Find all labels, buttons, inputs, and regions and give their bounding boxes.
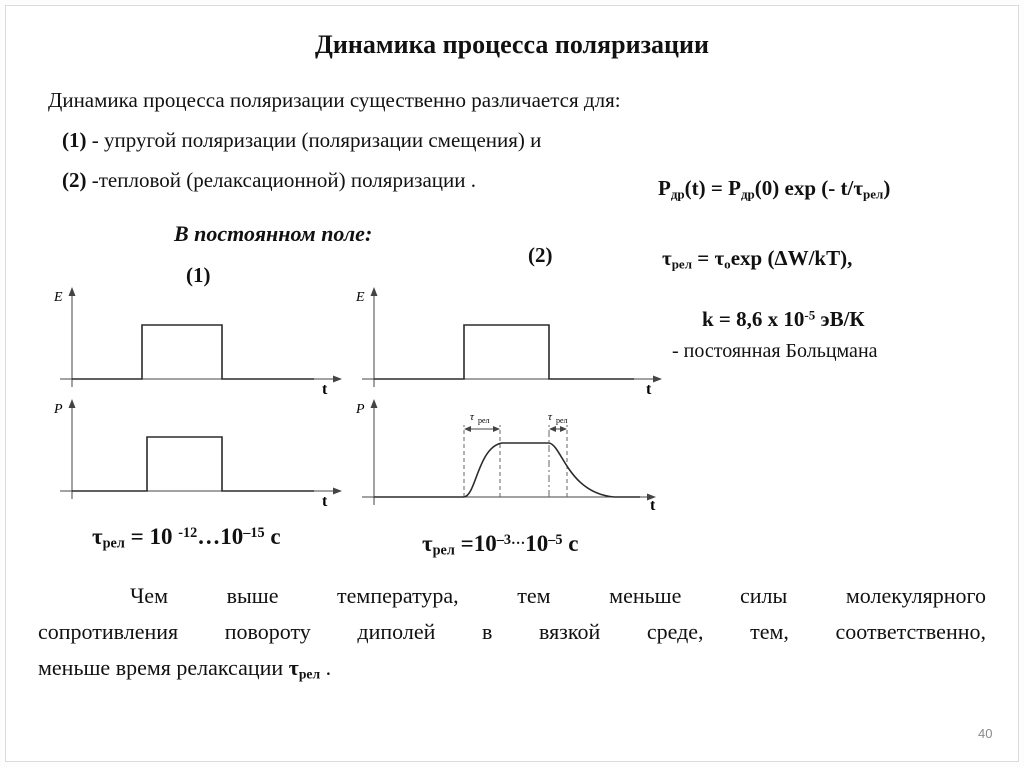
formula-pdr-sub: др xyxy=(670,186,685,202)
x-axis-arrow-icon xyxy=(333,375,342,383)
tau-sup: –3… xyxy=(496,531,526,548)
page-number: 40 xyxy=(978,726,993,741)
formula-tau-part: = τ xyxy=(692,246,725,270)
intro-line-2: (1) - упругой поляризации (поляризации с… xyxy=(62,128,541,153)
tau-label: τ xyxy=(470,411,475,423)
y-axis-arrow-icon xyxy=(68,399,76,408)
formula-tau-part: τ xyxy=(662,246,672,270)
slide-frame xyxy=(5,5,1019,762)
p-axis-label: P xyxy=(53,402,63,417)
formula-pdr-part: (t) = P xyxy=(684,176,741,200)
intro-line-3: (2) -тепловой (релаксационной) поляризац… xyxy=(62,168,476,193)
item-1-text: - упругой поляризации (поляризации смеще… xyxy=(86,128,542,152)
tau-symbol: τ xyxy=(288,655,299,680)
tau-label: τ xyxy=(548,411,553,423)
graph-left-e-field: E t xyxy=(53,287,342,395)
tau-part: с xyxy=(264,524,281,549)
tau-part: =10 xyxy=(454,531,497,556)
e-axis-label: E xyxy=(53,290,63,305)
p-axis-label: P xyxy=(355,402,365,417)
t-axis-label: t xyxy=(650,497,656,514)
item-2-text: -тепловой (релаксационной) поляризации . xyxy=(86,168,477,192)
y-axis-arrow-icon xyxy=(370,399,378,408)
tau-label-sub: рел xyxy=(556,416,568,425)
arrow-right-icon xyxy=(560,426,567,432)
formula-pdr-sub: др xyxy=(740,186,755,202)
formula-tau-sub: рел xyxy=(671,256,693,272)
p-pulse-line xyxy=(72,436,314,492)
tau-sub: рел xyxy=(102,535,125,552)
y-axis-arrow-icon xyxy=(370,287,378,296)
tau-sup: –15 xyxy=(243,524,265,541)
formula-pdr: Pдр(t) = Pдр(0) exp (- t/τрел) xyxy=(658,176,890,202)
graph-1-number: (1) xyxy=(186,263,211,287)
graph-right-p-relaxation: τ рел τ рел P t xyxy=(355,399,656,514)
tau-sup: –5 xyxy=(548,531,563,548)
t-axis-label: t xyxy=(646,381,652,395)
e-pulse-line xyxy=(72,324,314,380)
formula-pdr-part: (0) exp (- t/τ xyxy=(754,176,863,200)
x-axis-arrow-icon xyxy=(653,375,662,383)
formula-k-sup: -5 xyxy=(804,307,816,323)
tau-part: …10 xyxy=(197,524,244,549)
formula-boltzmann-k: k = 8,6 x 10-5 эВ/К xyxy=(702,307,865,332)
tau-part: с xyxy=(562,531,579,556)
t-axis-label: t xyxy=(322,493,328,507)
e-axis-label: E xyxy=(355,290,365,305)
p-relaxation-curve xyxy=(374,442,640,498)
item-1-number: (1) xyxy=(62,128,87,152)
boltzmann-caption: - постоянная Больцмана xyxy=(672,340,878,362)
formula-pdr-part: ) xyxy=(883,176,891,200)
item-2-number: (2) xyxy=(62,168,87,192)
formula-pdr-sub: рел xyxy=(863,186,884,202)
paragraph-line-2: сопротивления повороту диполей в вязкой … xyxy=(38,619,986,644)
graph-left-p-response: P t xyxy=(53,399,342,507)
constant-field-heading: В постоянном поле: xyxy=(174,221,373,246)
tau-value-thermal: τрел =10–3…10–5 с xyxy=(422,531,578,560)
conclusion-paragraph: Чем выше температура, тем меньше силы мо… xyxy=(38,578,986,692)
formula-tau-part: exp (ΔW/kT), xyxy=(730,246,853,270)
arrow-left-icon xyxy=(549,426,556,432)
tau-part: τ xyxy=(92,524,103,549)
tau-part: 10 xyxy=(525,531,549,556)
paragraph-line-3: меньше время релаксации τрел . xyxy=(38,650,986,692)
tau-symbol-sub: рел xyxy=(298,666,321,682)
tau-part: = 10 xyxy=(124,524,179,549)
tau-sub: рел xyxy=(432,542,455,559)
formula-pdr-part: P xyxy=(658,176,671,200)
slide-title: Динамика процесса поляризации xyxy=(315,30,709,59)
tau-sup: -12 xyxy=(178,524,198,541)
formula-k-part: k = 8,6 x 10 xyxy=(702,307,805,331)
e-pulse-line xyxy=(374,324,634,380)
graph-2-number: (2) xyxy=(528,243,553,267)
tau-label-sub: рел xyxy=(478,416,490,425)
t-axis-label: t xyxy=(322,381,328,395)
arrow-right-icon xyxy=(493,426,500,432)
arrow-left-icon xyxy=(464,426,471,432)
formula-tau-sub: o xyxy=(724,256,731,272)
paragraph-line-3-text: меньше время релаксации xyxy=(38,655,289,680)
tau-part: τ xyxy=(422,531,433,556)
graph-right-e-field: E t xyxy=(355,287,662,395)
x-axis-arrow-icon xyxy=(333,487,342,495)
formula-tau: τрел = τoexp (ΔW/kT), xyxy=(662,246,852,272)
paragraph-line-1: Чем выше температура, тем меньше силы мо… xyxy=(130,583,986,608)
x-axis-arrow-icon xyxy=(647,493,656,501)
tau-value-elastic: τрел = 10 -12…10–15 с xyxy=(92,524,281,553)
formula-k-part: эВ/К xyxy=(815,307,865,331)
y-axis-arrow-icon xyxy=(68,287,76,296)
paragraph-line-3-end: . xyxy=(320,655,332,680)
intro-line-1: Динамика процесса поляризации существенн… xyxy=(48,88,621,112)
